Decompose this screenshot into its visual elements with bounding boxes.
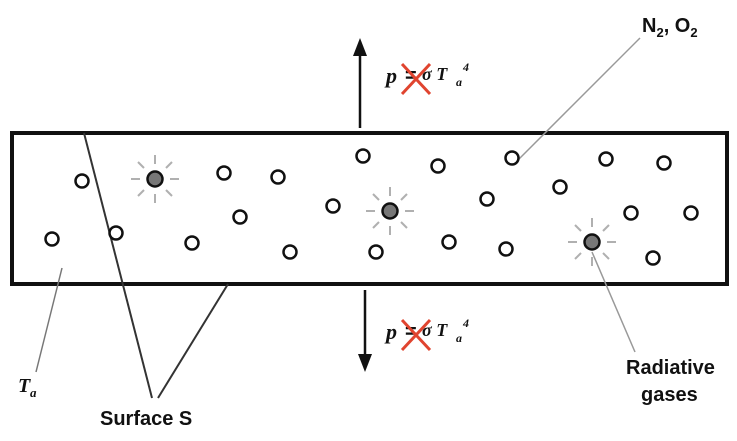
- molecule: [656, 155, 672, 171]
- molecule: [430, 158, 446, 174]
- top-eq-equals: =: [405, 65, 417, 87]
- radiative-label-line1: Radiative: [626, 357, 715, 379]
- molecule: [282, 244, 298, 260]
- molecule: [645, 250, 661, 266]
- downward-emission-arrow: [358, 290, 372, 372]
- molecule: [325, 198, 341, 214]
- molecule: [552, 179, 568, 195]
- top-eq-sub: a: [456, 75, 462, 89]
- molecule: [683, 205, 699, 221]
- bottom-eq-equals: =: [405, 321, 417, 343]
- molecule: [355, 148, 371, 164]
- atmosphere-slab: [10, 131, 729, 286]
- molecule: [623, 205, 639, 221]
- gas-label-leader: [517, 37, 641, 161]
- molecule: [479, 191, 495, 207]
- molecule: [368, 244, 384, 260]
- radiative-leader: [591, 251, 636, 353]
- gas-label: N2, O2: [642, 15, 698, 40]
- surface-leader-right: [157, 283, 229, 399]
- molecule: [74, 173, 90, 189]
- top-eq-rhs: σ T: [422, 64, 448, 84]
- cross-mark-icon: [400, 318, 432, 352]
- bottom-equation: p = σ T a 4: [384, 316, 469, 352]
- molecule: [232, 209, 248, 225]
- radiative-molecule: [366, 187, 414, 235]
- svg-text:T: T: [18, 375, 31, 397]
- molecule: [44, 231, 60, 247]
- radiative-label-line2: gases: [641, 384, 698, 406]
- top-equation: p = σ T a 4: [384, 60, 469, 96]
- cross-mark-icon: [400, 62, 432, 96]
- radiative-molecule: [131, 155, 179, 203]
- molecule: [598, 151, 614, 167]
- molecule: [108, 225, 124, 241]
- molecule: [504, 150, 520, 166]
- molecule: [270, 169, 286, 185]
- ta-leader: [35, 267, 63, 373]
- surface-label: Surface S: [100, 408, 192, 430]
- bottom-eq-sub: a: [456, 331, 462, 345]
- surface-leader-left: [83, 132, 153, 399]
- radiative-molecule: [568, 218, 616, 266]
- ta-label: T a: [18, 375, 37, 400]
- non-radiative-molecules: [44, 148, 699, 266]
- molecule: [216, 165, 232, 181]
- molecule: [441, 234, 457, 250]
- molecule: [498, 241, 514, 257]
- upward-emission-arrow: [353, 38, 367, 128]
- bottom-eq-rhs: σ T: [422, 320, 448, 340]
- bottom-eq-sup: 4: [462, 316, 469, 330]
- top-eq-p: p: [384, 63, 397, 88]
- svg-text:N2, O2: N2, O2: [642, 15, 698, 40]
- bottom-eq-p: p: [384, 319, 397, 344]
- molecule: [184, 235, 200, 251]
- top-eq-sup: 4: [462, 60, 469, 74]
- svg-text:a: a: [30, 385, 37, 400]
